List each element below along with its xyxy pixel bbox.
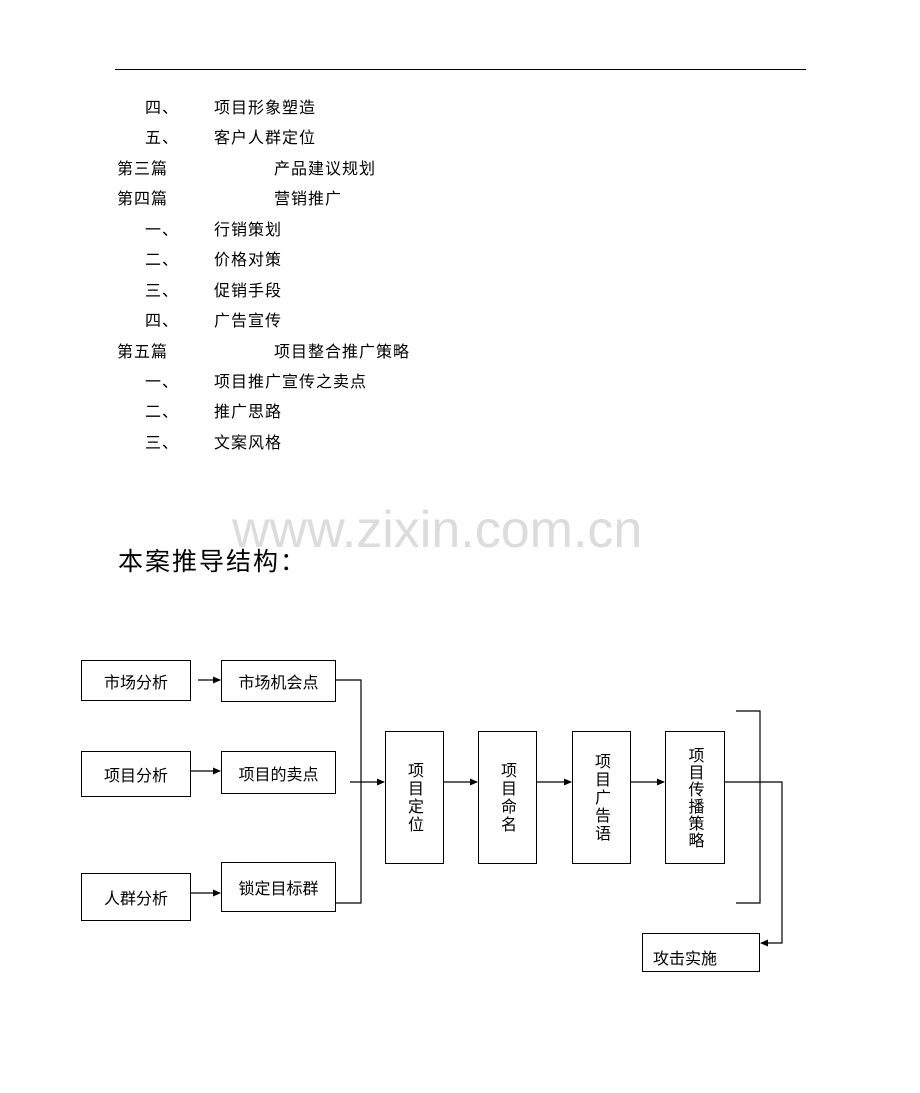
toc-item-text: 项目形象塑造: [214, 98, 317, 117]
toc-item-number: 三、: [145, 281, 180, 300]
toc-chapter-number: 第三篇: [117, 159, 169, 178]
crowd-analysis-box: 人群分析: [81, 873, 191, 921]
naming-label: 项目命名: [498, 761, 517, 834]
toc-item-number: 一、: [145, 372, 180, 391]
toc-chapter-title: 产品建议规划: [274, 159, 377, 178]
slogan-label: 项目广告语: [592, 752, 611, 843]
toc-chapter-number: 第四篇: [117, 189, 169, 208]
positioning-box: 项目定位: [385, 731, 444, 864]
toc-item-number: 二、: [145, 250, 180, 269]
toc-item-number: 四、: [145, 98, 180, 117]
toc-item-text: 行销策划: [214, 220, 283, 239]
toc-item-number: 二、: [145, 402, 180, 421]
toc-item-number: 一、: [145, 220, 180, 239]
toc-chapter-number: 第五篇: [117, 342, 169, 361]
toc-chapter-title: 营销推广: [274, 189, 343, 208]
communication-strategy-label: 项目传播策略: [685, 746, 705, 849]
selling-point-box: 项目的卖点: [221, 751, 336, 794]
project-analysis-box: 项目分析: [81, 751, 191, 797]
toc-chapter-title: 项目整合推广策略: [274, 342, 411, 361]
slogan-box: 项目广告语: [572, 731, 631, 864]
watermark: www.zixin.com.cn: [232, 501, 643, 559]
toc-item-number: 三、: [145, 433, 180, 452]
toc-item-text: 项目推广宣传之卖点: [214, 372, 368, 391]
findings-bracket: [336, 679, 362, 904]
toc-item-number: 四、: [145, 311, 180, 330]
toc-item-text: 推广思路: [214, 402, 283, 421]
toc-item-text: 广告宣传: [214, 311, 283, 330]
communication-strategy-box: 项目传播策略: [665, 731, 725, 864]
naming-box: 项目命名: [478, 731, 537, 864]
toc-item-number: 五、: [145, 128, 180, 147]
toc-item-text: 客户人群定位: [214, 128, 317, 147]
strategy-bracket: [736, 710, 761, 904]
market-opportunity-box: 市场机会点: [221, 660, 336, 702]
header-rule: [115, 69, 806, 70]
market-analysis-box: 市场分析: [81, 660, 191, 701]
target-group-box: 锁定目标群: [221, 862, 336, 912]
toc-item-text: 价格对策: [214, 250, 283, 269]
execution-box: 攻击实施: [642, 933, 760, 972]
toc-item-text: 文案风格: [214, 433, 283, 452]
toc-item-text: 促销手段: [214, 281, 283, 300]
section-heading: 本案推导结构：: [118, 547, 308, 576]
positioning-label: 项目定位: [405, 761, 424, 834]
arrow-to-execution: [725, 781, 783, 947]
